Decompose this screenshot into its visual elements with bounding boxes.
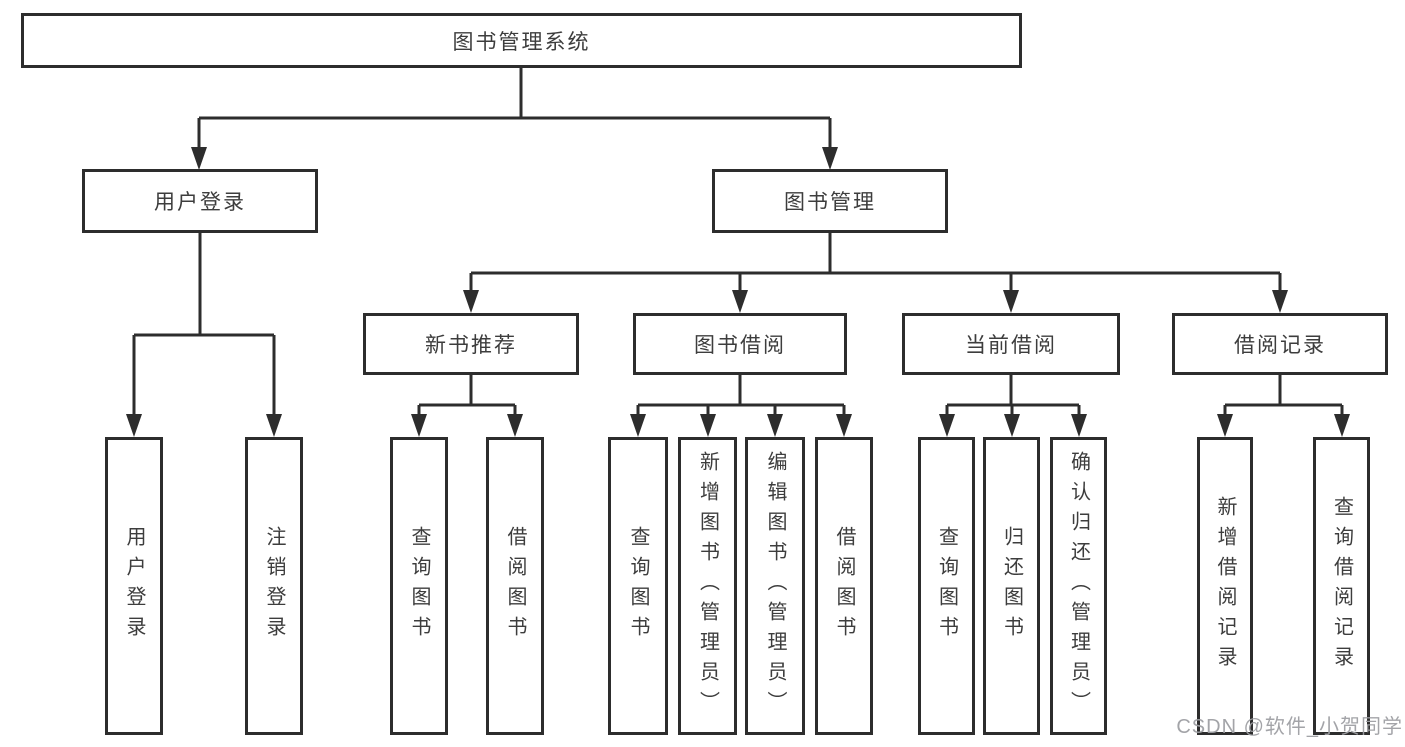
leaf-query-books-2: 查询图书 [608, 437, 668, 735]
leaf-query-books-3: 查询图书 [918, 437, 975, 735]
connector-root-to-level1 [191, 68, 838, 170]
leaf-confirm-return-admin: 确认归还（管理员） [1050, 437, 1107, 735]
node-borrowing-records: 借阅记录 [1172, 313, 1388, 375]
connector-user-login-split [126, 233, 282, 437]
node-library-management-system: 图书管理系统 [21, 13, 1022, 68]
leaf-return-books: 归还图书 [983, 437, 1040, 735]
node-book-management: 图书管理 [712, 169, 948, 233]
node-new-book-recommendation: 新书推荐 [363, 313, 579, 375]
connector-book-management-split [463, 233, 1288, 313]
leaf-borrow-books-1: 借阅图书 [486, 437, 544, 735]
leaf-logout: 注销登录 [245, 437, 303, 735]
connector-current-borrow-split [939, 375, 1087, 437]
node-user-login: 用户登录 [82, 169, 318, 233]
csdn-watermark: CSDN @软件_小贺同学 [1176, 716, 1403, 738]
node-book-borrowing: 图书借阅 [633, 313, 847, 375]
leaf-add-books-admin: 新增图书（管理员） [678, 437, 737, 735]
connector-new-book-rec-split [411, 375, 523, 437]
connector-book-borrow-split [630, 375, 852, 437]
leaf-query-borrow-record: 查询借阅记录 [1313, 437, 1370, 735]
leaf-edit-books-admin: 编辑图书（管理员） [745, 437, 805, 735]
leaf-user-login: 用户登录 [105, 437, 163, 735]
leaf-query-books-1: 查询图书 [390, 437, 448, 735]
leaf-borrow-books-2: 借阅图书 [815, 437, 873, 735]
node-current-borrowing: 当前借阅 [902, 313, 1120, 375]
leaf-add-borrow-record: 新增借阅记录 [1197, 437, 1253, 735]
connector-borrow-records-split [1217, 375, 1350, 437]
